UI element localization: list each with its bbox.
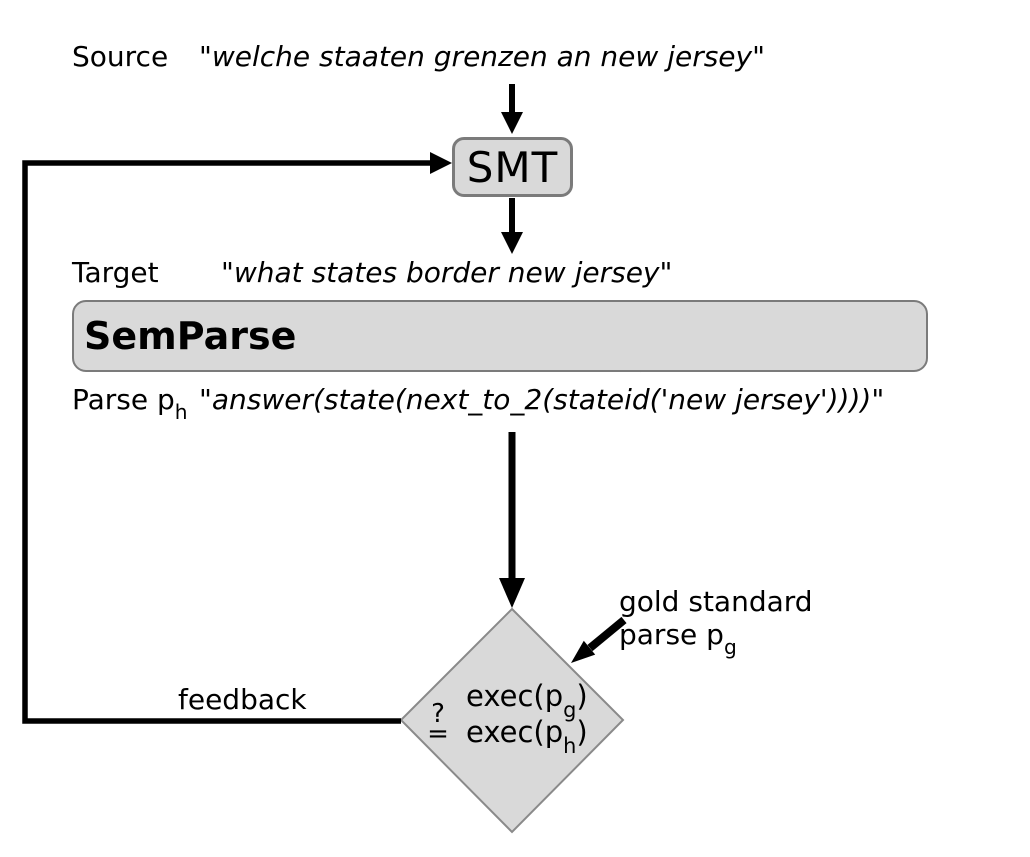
decision-diamond xyxy=(399,607,625,834)
feedback-label: feedback xyxy=(178,683,307,716)
gold-subscript: g xyxy=(723,635,737,660)
arrow-source-to-smt-head-icon xyxy=(501,112,523,134)
arrow-gold-to-decision-shaft xyxy=(587,616,627,652)
feedback-arrow-head-icon xyxy=(430,152,452,174)
arrow-gold-to-decision-head-icon xyxy=(571,640,596,663)
gold-standard-line2: parse pg xyxy=(619,618,737,660)
decision-expressions: exec(pg) exec(ph) xyxy=(466,678,588,758)
feedback-loop-line xyxy=(22,160,430,724)
target-label: Target xyxy=(72,256,159,289)
smt-label: SMT xyxy=(466,142,559,192)
target-quote: "what states border new jersey" xyxy=(221,256,673,289)
source-quote: "welche staaten grenzen an new jersey" xyxy=(199,40,765,73)
arrow-smt-to-target-head-icon xyxy=(501,232,523,254)
question-mark: ? xyxy=(431,699,445,729)
questioned-equals-icon: ? = xyxy=(419,699,457,749)
parse-subscript: h xyxy=(174,400,188,425)
equals-sign: = xyxy=(427,719,449,749)
gold-standard-annotation: gold standard parse pg xyxy=(619,585,813,660)
source-label: Source xyxy=(72,40,169,73)
arrow-parse-to-decision-head-icon xyxy=(499,578,525,608)
semparse-node: SemParse xyxy=(72,300,928,372)
parse-label: Parse ph xyxy=(72,383,188,425)
semparse-label: SemParse xyxy=(84,314,297,358)
exec-hypothesis-expression: exec(ph) xyxy=(466,715,588,758)
gold-standard-line1: gold standard xyxy=(619,585,813,618)
parse-quote: "answer(state(next_to_2(stateid('new jer… xyxy=(199,383,885,416)
exec-gold-expression: exec(pg) xyxy=(466,679,588,722)
smt-node: SMT xyxy=(452,137,573,197)
